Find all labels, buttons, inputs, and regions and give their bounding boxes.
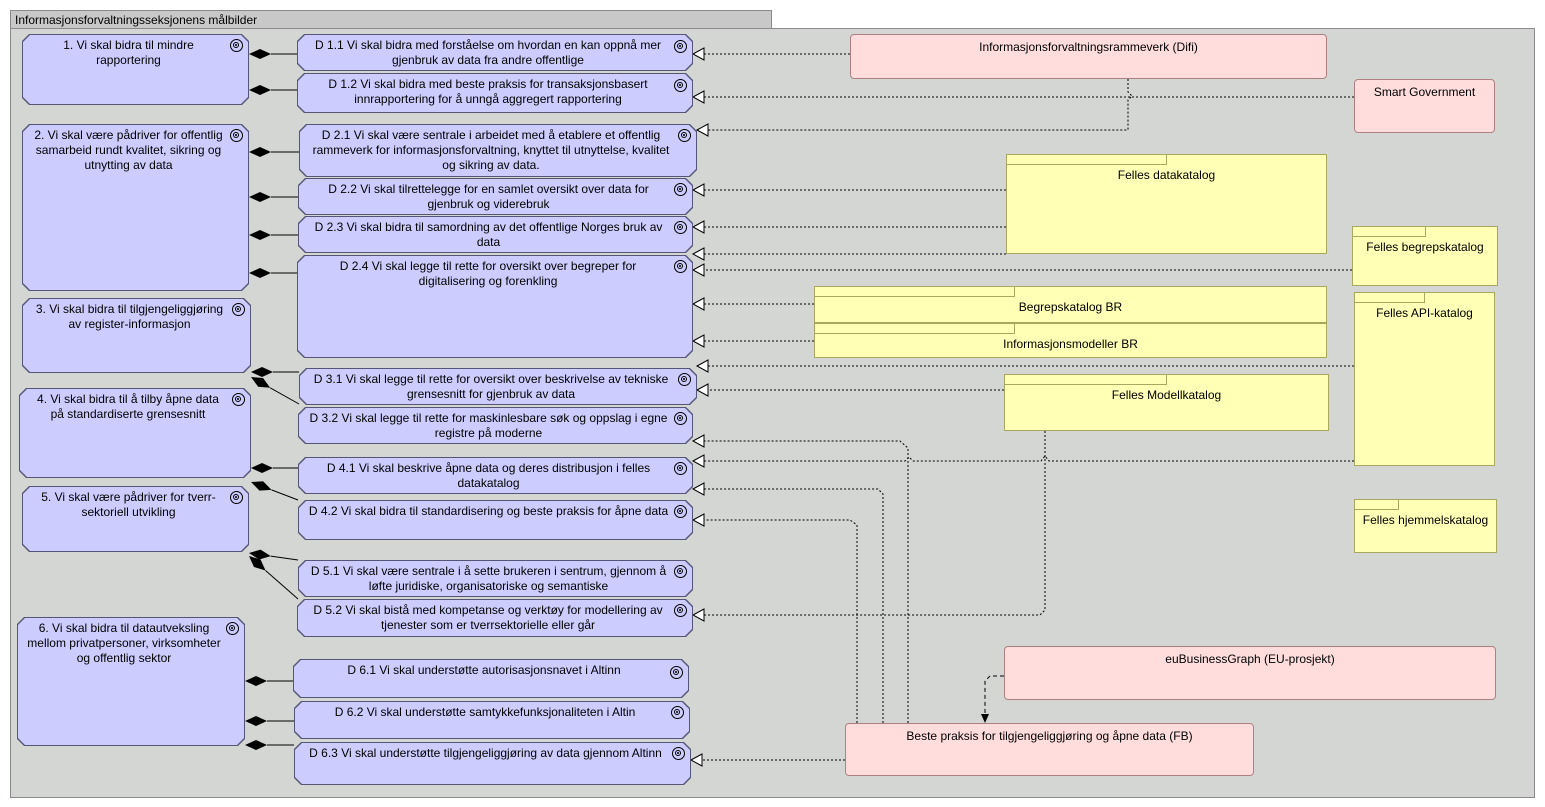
subgoal-label: D 2.1 Vi skal være sentrale i arbeidet m… [312,128,670,172]
goal-2[interactable]: 2. Vi skal være pådriver for offentlig s… [22,124,249,291]
driver-eubusinessgraph[interactable]: euBusinessGraph (EU-prosjekt) [1004,646,1496,700]
subgoal-label: D 6.3 Vi skal understøtte tilgjengeliggj… [309,746,662,760]
subgoal-d3-1[interactable]: D 3.1 Vi skal legge til rette for oversi… [299,368,697,405]
driver-label: Smart Government [1373,85,1476,99]
driver-difi[interactable]: Informasjonsforvaltningsrammeverk (Difi) [850,34,1327,79]
goal-6[interactable]: 6. Vi skal bidra til datautveksling mell… [17,617,245,746]
subgoal-label: D 4.2 Vi skal bidra til standardisering … [308,504,669,518]
package-label: Begrepskatalog BR [1018,300,1123,314]
package-informasjonsmodeller-br[interactable]: Informasjonsmodeller BR [814,323,1327,358]
subgoal-d1-2[interactable]: D 1.2 Vi skal bidra med beste praksis fo… [297,73,693,113]
package-felles-begrepskatalog[interactable]: Felles begrepskatalog [1352,226,1498,286]
goal-label: 1. Vi skal bidra til mindre rapportering [63,38,194,67]
goal-5[interactable]: 5. Vi skal være pådriver for tverr-sekto… [22,486,249,552]
package-label: Felles begrepskatalog [1366,240,1484,254]
package-felles-hjemmelskatalog[interactable]: Felles hjemmelskatalog [1354,499,1497,553]
goal-target-icon [678,373,691,386]
goal-target-icon [226,622,239,635]
driver-beste-praksis-fb[interactable]: Beste praksis for tilgjengeliggjøring og… [845,723,1254,776]
goal-label: 3. Vi skal bidra til tilgjengeliggjøring… [35,302,224,331]
goal-target-icon [674,604,687,617]
goal-label: 5. Vi skal være pådriver for tverr-sekto… [41,490,216,519]
package-label: Felles Modellkatalog [1111,388,1222,402]
subgoal-label: D 2.3 Vi skal bidra til samordning av de… [314,220,663,249]
goal-target-icon [674,505,687,518]
subgoal-label: D 2.4 Vi skal legge til rette for oversi… [339,259,637,288]
subgoal-d6-1[interactable]: D 6.1 Vi skal understøtte autorisasjonsn… [293,659,689,698]
package-label: Informasjonsmodeller BR [1003,337,1138,351]
subgoal-d5-1[interactable]: D 5.1 Vi skal være sentrale i å sette br… [298,560,693,597]
package-label: Felles datakatalog [1117,168,1216,182]
subgoal-label: D 2.2 Vi skal tilrettelegge for en samle… [328,182,649,211]
subgoal-d2-1[interactable]: D 2.1 Vi skal være sentrale i arbeidet m… [299,124,697,177]
subgoal-label: D 6.2 Vi skal understøtte samtykkefunksj… [334,705,636,719]
goal-3[interactable]: 3. Vi skal bidra til tilgjengeliggjøring… [22,298,251,373]
goal-target-icon [674,183,687,196]
goal-1[interactable]: 1. Vi skal bidra til mindre rapportering [22,34,249,105]
subgoal-d6-3[interactable]: D 6.3 Vi skal understøtte tilgjengeliggj… [294,742,691,785]
driver-label: Beste praksis for tilgjengeliggjøring og… [906,729,1193,743]
subgoal-d4-2[interactable]: D 4.2 Vi skal bidra til standardisering … [298,500,693,540]
subgoal-label: D 1.2 Vi skal bidra med beste praksis fo… [328,77,648,106]
goal-target-icon [232,303,245,316]
subgoal-d2-3[interactable]: D 2.3 Vi skal bidra til samordning av de… [298,216,693,253]
subgoal-d3-2[interactable]: D 3.2 Vi skal legge til rette for maskin… [298,407,693,444]
goal-target-icon [674,412,687,425]
package-begrepskatalog-br[interactable]: Begrepskatalog BR [814,286,1327,323]
diagram-title: Informasjonsforvaltningsseksjonens målbi… [10,10,772,29]
subgoal-d2-4[interactable]: D 2.4 Vi skal legge til rette for oversi… [297,255,693,358]
driver-smart-government[interactable]: Smart Government [1354,79,1495,133]
goal-label: 2. Vi skal være pådriver for offentlig s… [34,128,223,172]
goal-target-icon [674,260,687,273]
subgoal-label: D 5.1 Vi skal være sentrale i å sette br… [310,564,667,593]
package-felles-api-katalog[interactable]: Felles API-katalog [1354,292,1495,466]
subgoal-d5-2[interactable]: D 5.2 Vi skal bistå med kompetanse og ve… [297,599,693,637]
subgoal-label: D 6.1 Vi skal understøtte autorisasjonsn… [347,663,621,677]
goal-label: 6. Vi skal bidra til datautveksling mell… [27,621,221,665]
subgoal-d4-1[interactable]: D 4.1 Vi skal beskrive åpne data og dere… [298,457,693,494]
goal-target-icon [230,39,243,52]
package-felles-modellkatalog[interactable]: Felles Modellkatalog [1004,374,1329,431]
goal-target-icon [678,129,691,142]
goal-target-icon [674,565,687,578]
subgoal-d6-2[interactable]: D 6.2 Vi skal understøtte samtykkefunksj… [294,701,690,739]
subgoal-d2-2[interactable]: D 2.2 Vi skal tilrettelegge for en samle… [298,178,693,215]
goal-4[interactable]: 4. Vi skal bidra til å tilby åpne data p… [19,388,251,478]
goal-target-icon [674,221,687,234]
subgoal-label: D 1.1 Vi skal bidra med forståelse om hv… [315,38,661,67]
subgoal-label: D 5.2 Vi skal bistå med kompetanse og ve… [313,603,663,632]
goal-target-icon [672,747,685,760]
subgoal-d1-1[interactable]: D 1.1 Vi skal bidra med forståelse om hv… [297,34,693,71]
goal-target-icon [230,491,243,504]
goal-label: 4. Vi skal bidra til å tilby åpne data p… [37,392,219,421]
driver-label: Informasjonsforvaltningsrammeverk (Difi) [979,40,1198,54]
goal-target-icon [670,666,683,679]
package-felles-datakatalog[interactable]: Felles datakatalog [1006,154,1327,254]
goal-target-icon [674,79,687,92]
subgoal-label: D 3.1 Vi skal legge til rette for oversi… [313,372,669,401]
goal-target-icon [674,40,687,53]
subgoal-label: D 4.1 Vi skal beskrive åpne data og dere… [326,461,651,490]
subgoal-label: D 3.2 Vi skal legge til rette for maskin… [309,411,668,440]
goal-target-icon [232,393,245,406]
package-label: Felles API-katalog [1376,306,1473,320]
goal-target-icon [230,129,243,142]
driver-label: euBusinessGraph (EU-prosjekt) [1165,652,1335,666]
package-label: Felles hjemmelskatalog [1362,513,1489,527]
goal-target-icon [674,462,687,475]
goal-target-icon [671,706,684,719]
